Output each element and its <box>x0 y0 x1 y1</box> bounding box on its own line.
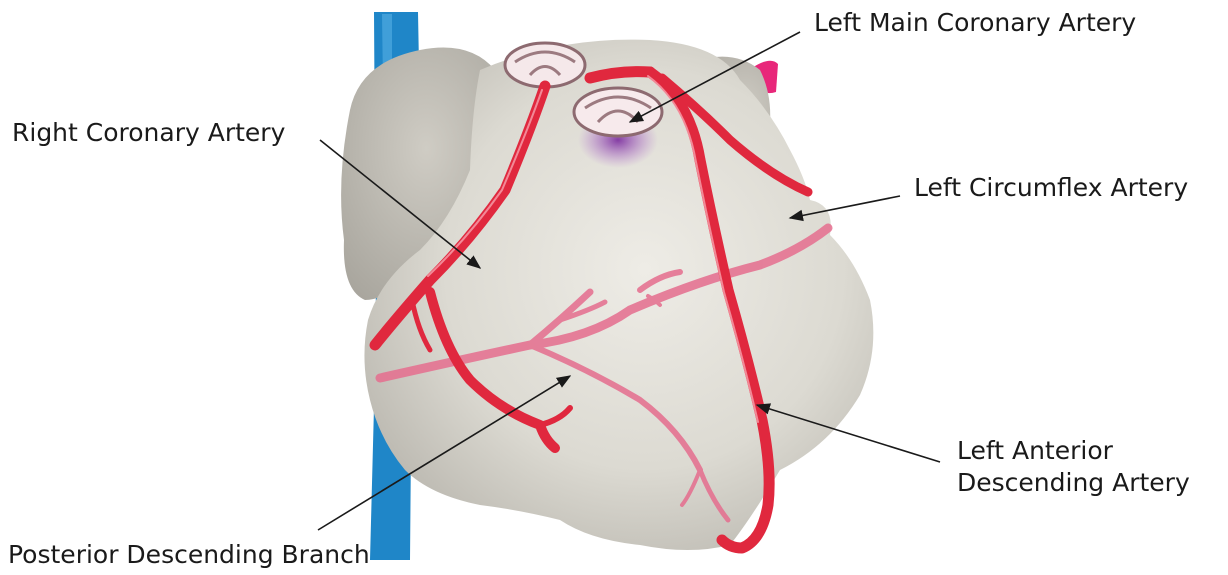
aortic-valve <box>505 43 585 87</box>
label-left-main-coronary-artery: Left Main Coronary Artery <box>814 8 1136 38</box>
label-lad-line-1: Left Anterior <box>957 436 1113 466</box>
label-posterior-descending-branch: Posterior Descending Branch <box>8 540 370 570</box>
label-right-coronary-artery: Right Coronary Artery <box>12 118 285 148</box>
label-left-circumflex-artery: Left Circumflex Artery <box>914 173 1188 203</box>
label-lad-line-2: Descending Artery <box>957 468 1190 498</box>
